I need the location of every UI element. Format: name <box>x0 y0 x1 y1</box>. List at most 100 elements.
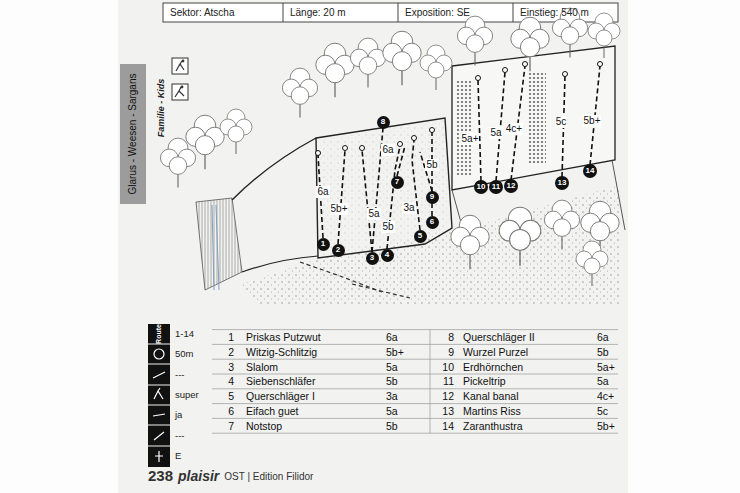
route-grade: 5a+ <box>597 361 615 373</box>
info-value: E <box>175 451 181 462</box>
route-grade: 5b <box>386 375 398 387</box>
route-index: 14 <box>442 420 454 432</box>
info-value: ja <box>175 410 182 421</box>
book-title: plaisir <box>178 468 219 484</box>
route-number-text: 2 <box>336 246 340 254</box>
route-number: 8 <box>377 116 390 129</box>
grade-label: 5c <box>555 116 568 128</box>
route-number: 13 <box>555 176 569 190</box>
route-grade: 6a <box>386 331 398 343</box>
route-number: 3 <box>366 252 379 265</box>
route-number-text: 11 <box>492 183 500 191</box>
route-grade: 5a <box>386 405 398 417</box>
route-index: 1 <box>228 331 234 343</box>
route-number-text: 9 <box>430 193 434 201</box>
route-name: Erdhörnchen <box>463 361 523 373</box>
route-name: Pickeltrip <box>463 375 506 387</box>
route-grade: 6a <box>597 331 609 343</box>
route-name: Querschläger II <box>463 331 535 343</box>
route-name: Siebenschläfer <box>246 375 315 387</box>
route-index: 11 <box>443 375 454 387</box>
route-number: 12 <box>504 179 518 193</box>
route-number: 6 <box>426 216 439 229</box>
route-index: 12 <box>442 390 454 402</box>
route-number-text: 7 <box>395 178 399 186</box>
info-value: 1-14 <box>175 329 194 340</box>
route-index: 8 <box>448 331 454 343</box>
header-field: Einstieg: 540 m <box>520 7 589 19</box>
category-label: Familie - Kids <box>156 79 166 138</box>
route-name: Zaranthustra <box>463 420 523 432</box>
icon-label: Route <box>155 324 163 344</box>
grade-label: 5a+ <box>461 133 480 145</box>
route-number: 1 <box>317 238 330 251</box>
route-grade: 4c+ <box>597 390 614 402</box>
route-index: 10 <box>442 361 454 373</box>
route-number: 5 <box>414 230 427 243</box>
route-index: 4 <box>228 375 234 387</box>
header-field: Exposition: SE <box>405 7 470 19</box>
route-index: 13 <box>442 405 454 417</box>
route-number-text: 12 <box>507 182 516 190</box>
region-label: Glarus - Weesen - Sargans <box>127 74 139 195</box>
route-number: 11 <box>489 180 503 194</box>
route-name: Martins Riss <box>463 405 521 417</box>
grade-label: 5b+ <box>330 203 349 215</box>
route-name: Wurzel Purzel <box>463 346 528 358</box>
route-grade: 5b <box>597 346 609 358</box>
route-number-text: 1 <box>321 240 325 248</box>
info-value: 50m <box>175 349 193 360</box>
route-number-text: 4 <box>385 251 389 259</box>
route-number-text: 10 <box>477 183 486 191</box>
route-grade: 5b+ <box>597 420 615 432</box>
route-name: Priskas Putzwut <box>246 331 321 343</box>
info-value: --- <box>175 431 185 442</box>
route-grade: 3a <box>386 390 398 402</box>
route-index: 5 <box>228 390 234 402</box>
route-index: 2 <box>228 346 234 358</box>
route-grade: 5b+ <box>386 346 404 358</box>
grade-label: 5b <box>381 221 394 233</box>
route-number-text: 14 <box>586 167 595 175</box>
grade-label: 5b <box>425 159 438 171</box>
page-number: 238 <box>148 467 173 484</box>
route-name: Kanal banal <box>463 390 518 402</box>
route-number: 7 <box>391 176 404 189</box>
route-number-text: 8 <box>381 118 385 126</box>
route-number-text: 3 <box>370 254 374 262</box>
route-number: 2 <box>332 244 345 257</box>
route-name: Slalom <box>246 361 278 373</box>
route-number-text: 6 <box>430 218 434 226</box>
route-number-text: 13 <box>558 179 567 187</box>
grade-label: 5a <box>367 208 380 220</box>
route-name: Witzig-Schlitzig <box>246 346 317 358</box>
route-index: 6 <box>228 405 234 417</box>
header-field: Sektor: Atscha <box>170 7 234 19</box>
route-name: Notstop <box>246 420 282 432</box>
route-number-text: 5 <box>418 232 422 240</box>
route-grade: 5a <box>597 375 609 387</box>
info-value: --- <box>175 370 185 381</box>
route-number: 10 <box>474 180 488 194</box>
grade-label: 6a <box>381 144 394 156</box>
grade-label: 4c+ <box>505 123 523 135</box>
grade-label: 6a <box>316 186 329 198</box>
info-value: super <box>175 390 199 401</box>
header-field: Länge: 20 m <box>290 7 346 19</box>
route-index: 7 <box>228 420 234 432</box>
route-grade: 5a <box>386 361 398 373</box>
grade-label: 5a <box>489 127 502 139</box>
grade-label: 3a <box>402 202 415 214</box>
route-index: 9 <box>448 346 454 358</box>
route-grade: 5b <box>386 420 398 432</box>
grade-label: 5b+ <box>583 115 602 127</box>
route-name: Querschläger I <box>246 390 315 402</box>
route-grade: 5c <box>597 405 608 417</box>
route-number: 4 <box>381 249 394 262</box>
route-number: 14 <box>583 164 597 178</box>
route-number: 9 <box>426 191 439 204</box>
book-edition: OST | Edition Filidor <box>224 471 313 483</box>
route-index: 3 <box>228 361 234 373</box>
route-name: Eifach guet <box>246 405 299 417</box>
